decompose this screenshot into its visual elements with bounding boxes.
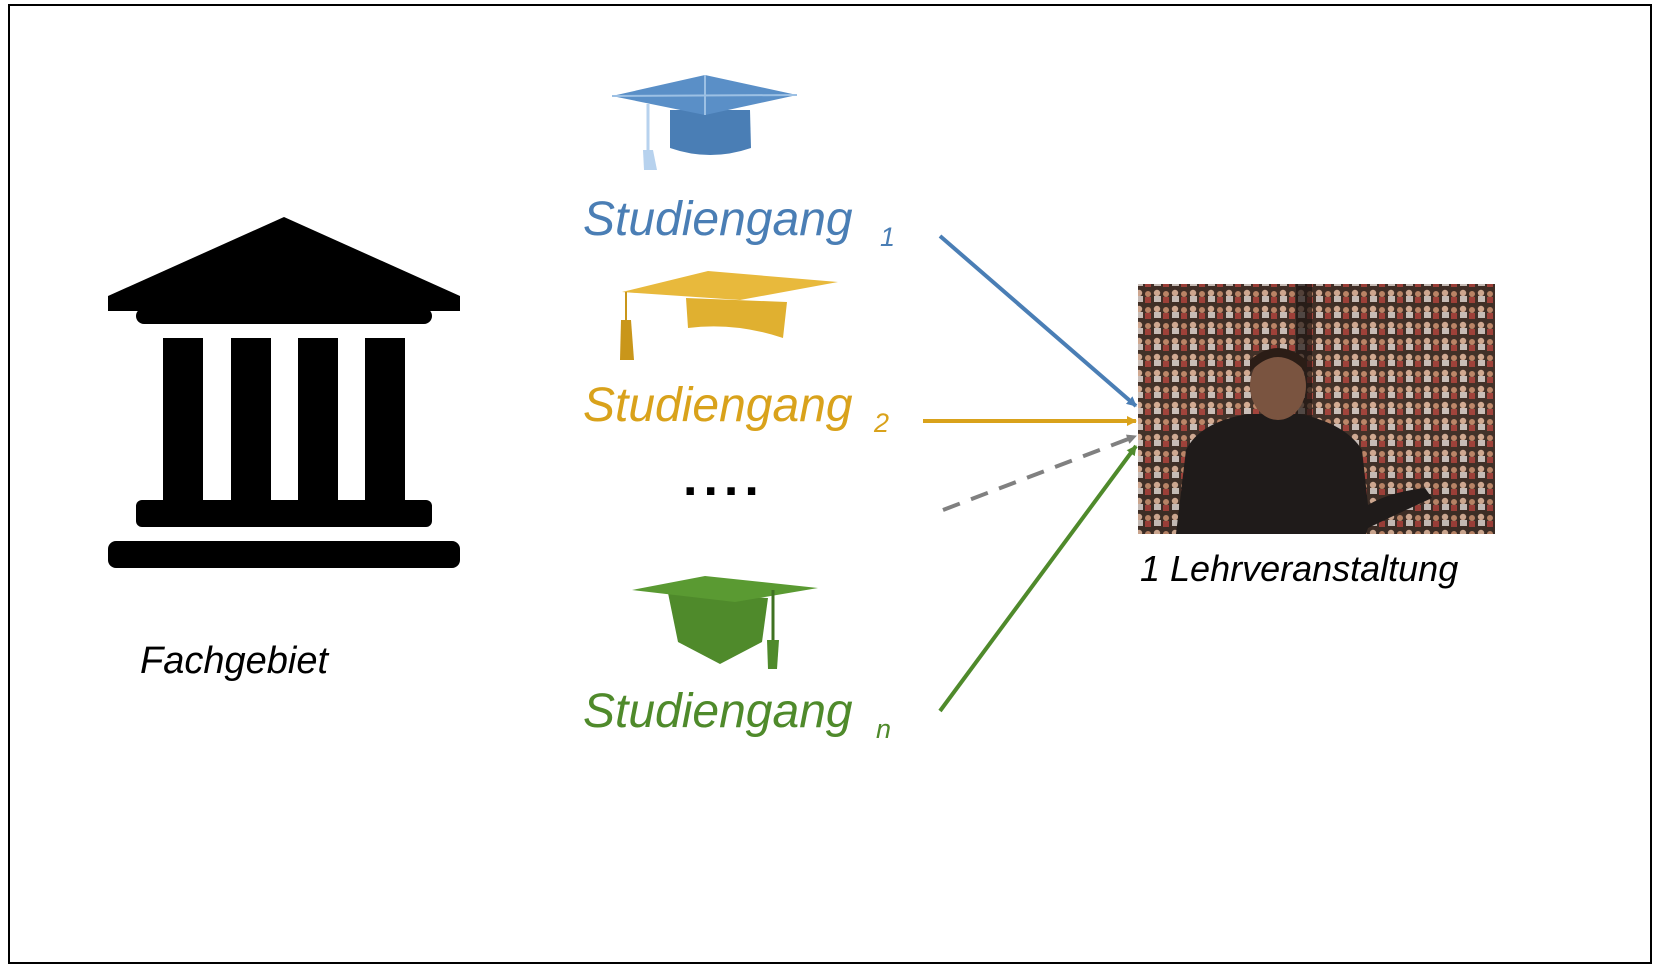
connector-arrow-program-n	[938, 444, 1138, 713]
program-1-label: Studiengang	[583, 193, 853, 246]
graduation-cap-icon	[611, 75, 798, 170]
source-label: Fachgebiet	[140, 640, 329, 682]
connector-arrow-ellipsis	[942, 434, 1137, 512]
ellipsis: ....	[683, 449, 765, 507]
program-1-index: 1	[880, 222, 896, 252]
target-label: 1 Lehrveranstaltung	[1140, 548, 1459, 589]
program-2-label: Studiengang	[583, 379, 853, 432]
program-n-index: n	[876, 714, 892, 744]
connector-arrow-program-1	[938, 234, 1138, 408]
graduation-cap-icon	[632, 576, 818, 669]
graduation-cap-icon	[620, 271, 838, 360]
program-n-label: Studiengang	[583, 685, 853, 738]
program-2-index: 2	[874, 408, 890, 438]
institution-building-icon	[108, 217, 460, 568]
lecture-hall-photo	[1138, 284, 1495, 534]
